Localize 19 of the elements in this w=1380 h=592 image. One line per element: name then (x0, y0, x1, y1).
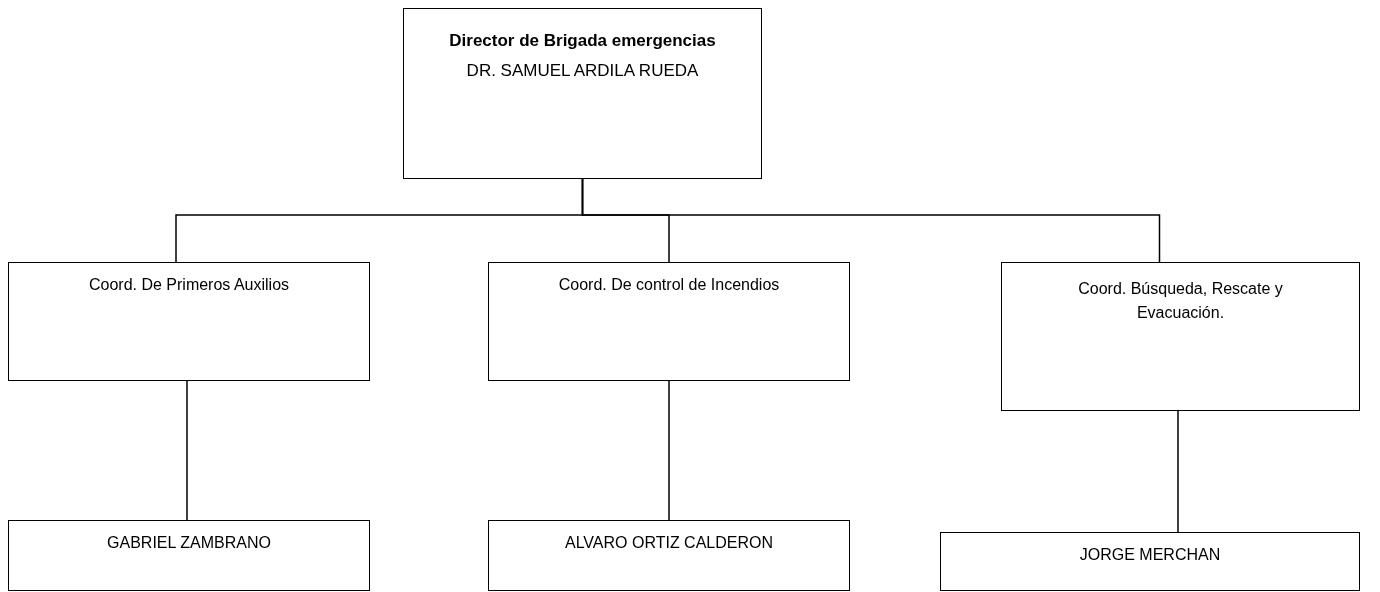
box-text: JORGE MERCHAN (1078, 545, 1222, 565)
box-text: GABRIEL ZAMBRANO (106, 533, 272, 553)
org-box (8, 262, 370, 381)
org-box (488, 262, 850, 381)
connector-line (668, 380, 670, 521)
org-box (488, 520, 850, 591)
box-text: Coord. De control de Incendios (557, 275, 781, 295)
org-box (1001, 262, 1360, 411)
box-text: Coord. De Primeros Auxilios (87, 275, 291, 295)
org-box (8, 520, 370, 591)
org-box (940, 532, 1360, 591)
box-text: DR. SAMUEL ARDILA RUEDA (465, 60, 700, 82)
box-heading: Director de Brigada emergencias (448, 30, 717, 52)
director-box (403, 8, 762, 179)
connector-line (581, 178, 1161, 263)
connector-line (1177, 410, 1179, 533)
connector-line (186, 380, 188, 521)
box-text: Coord. Búsqueda, Rescate y Evacuación. (1077, 279, 1284, 323)
box-text: ALVARO ORTIZ CALDERON (563, 533, 774, 553)
